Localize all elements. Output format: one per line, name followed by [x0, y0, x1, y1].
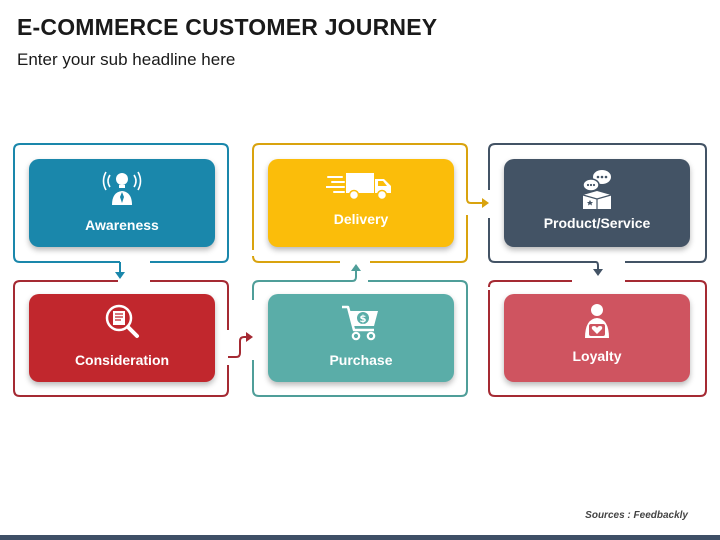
step-card-delivery[interactable]: Delivery — [268, 159, 454, 247]
purchase-connector — [252, 280, 468, 397]
delivery-arrow — [482, 198, 489, 208]
shopping-cart-icon: $ — [268, 302, 454, 342]
step-card-consideration[interactable]: Consideration — [29, 294, 215, 382]
loyal-person-icon — [504, 302, 690, 342]
delivery-elbow — [466, 195, 482, 204]
purchase-arrow — [351, 264, 361, 271]
step-card-loyalty[interactable]: Loyalty — [504, 294, 690, 382]
document-search-icon — [29, 302, 215, 342]
step-label-purchase: Purchase — [329, 352, 393, 368]
loyalty-connector — [488, 280, 707, 397]
source-note: Sources : Feedbackly — [585, 510, 688, 521]
awareness-arrow — [115, 272, 125, 279]
purchase-elbow — [336, 270, 357, 282]
product-elbow — [592, 261, 599, 270]
step-card-product-service[interactable]: Product/Service — [504, 159, 690, 247]
page-subtitle: Enter your sub headline here — [17, 50, 236, 69]
idea-person-icon — [29, 167, 215, 207]
delivery-connector — [252, 143, 468, 263]
product-arrow — [593, 269, 603, 276]
step-label-consideration: Consideration — [74, 352, 170, 368]
step-label-product-service: Product/Service — [543, 215, 651, 231]
product-chat-icon — [504, 167, 690, 209]
step-label-delivery: Delivery — [333, 211, 389, 227]
consideration-connector — [13, 280, 229, 397]
step-label-awareness: Awareness — [85, 217, 159, 233]
step-label-loyalty: Loyalty — [572, 348, 622, 364]
bottom-bar — [0, 535, 720, 540]
page-title: E-COMMERCE CUSTOMER JOURNEY — [17, 14, 438, 40]
step-card-awareness[interactable]: Awareness — [29, 159, 215, 247]
delivery-truck-icon — [268, 167, 454, 207]
product-connector — [488, 143, 707, 263]
consideration-arrow — [246, 332, 253, 342]
step-card-purchase[interactable]: $ Purchase — [268, 294, 454, 382]
svg-text:$: $ — [360, 314, 367, 325]
consideration-elbow — [228, 336, 246, 358]
